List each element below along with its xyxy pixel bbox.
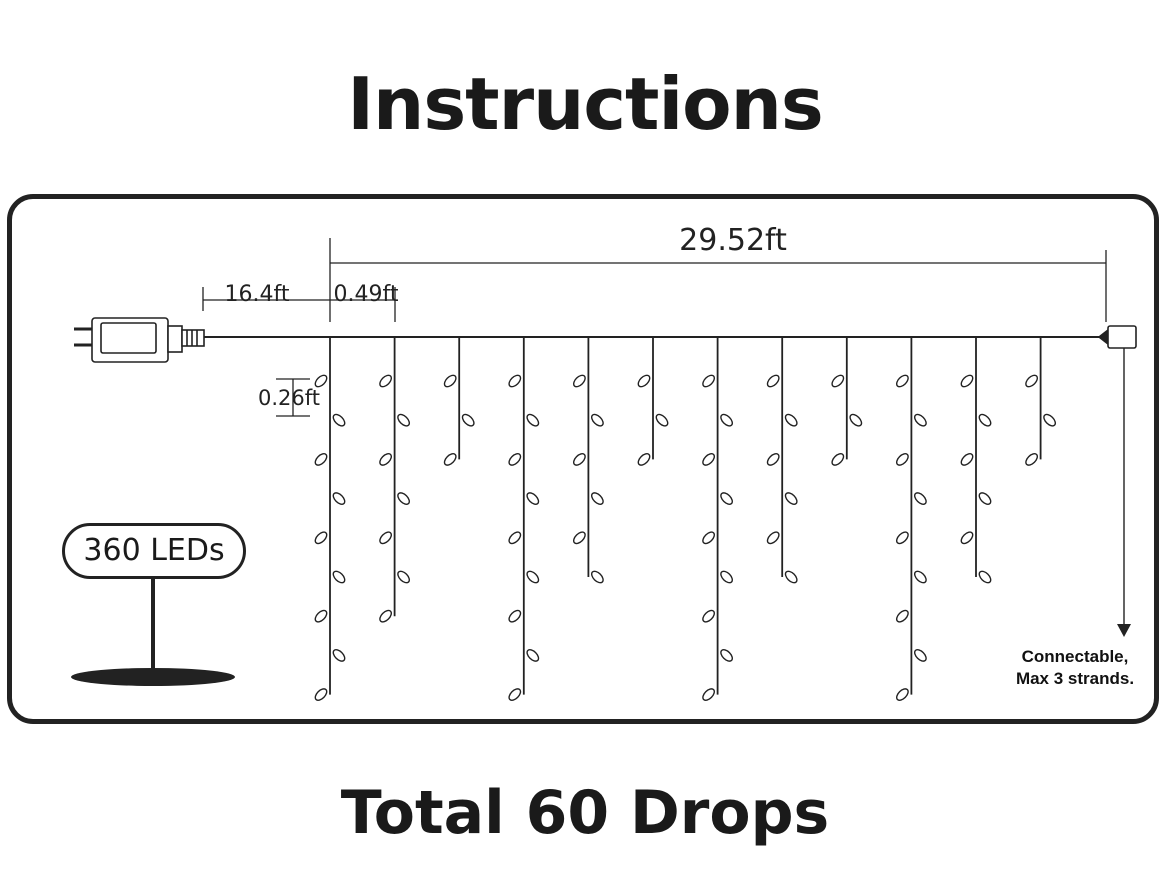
led-bulb xyxy=(831,374,845,388)
led-bulb xyxy=(590,413,604,427)
led-bulb xyxy=(1043,413,1057,427)
led-bulb xyxy=(526,570,540,584)
led-spacing-label: 0.26ft xyxy=(258,386,320,410)
led-bulb xyxy=(461,413,475,427)
led-bulb xyxy=(572,374,586,388)
led-bulb xyxy=(913,570,927,584)
led-spacing-dimension xyxy=(276,378,310,417)
led-bulb xyxy=(590,570,604,584)
led-bulb xyxy=(508,609,522,623)
led-bulb xyxy=(443,452,457,466)
badge-stand xyxy=(71,579,235,686)
led-bulb xyxy=(397,413,411,427)
drop-spacing-label: 0.49ft xyxy=(334,282,399,307)
led-bulb xyxy=(978,413,992,427)
led-bulb xyxy=(526,492,540,506)
total-length-dimension xyxy=(329,238,1107,322)
led-bulb xyxy=(978,492,992,506)
led-bulb xyxy=(720,570,734,584)
led-bulb xyxy=(572,531,586,545)
connectable-note-line2: Max 3 strands. xyxy=(1015,669,1135,688)
led-bulb xyxy=(895,688,909,702)
led-bulb xyxy=(508,688,522,702)
led-bulb xyxy=(379,452,393,466)
total-length-label: 29.52ft xyxy=(679,223,787,258)
led-bulb xyxy=(443,374,457,388)
diagram-frame xyxy=(7,194,1159,724)
led-bulb xyxy=(960,374,974,388)
led-bulb xyxy=(895,452,909,466)
led-bulb xyxy=(784,492,798,506)
led-bulb xyxy=(849,413,863,427)
led-bulb xyxy=(913,413,927,427)
led-bulb xyxy=(332,413,346,427)
lead-length-dimension xyxy=(202,287,330,311)
led-bulb xyxy=(895,609,909,623)
lead-length-label: 16.4ft xyxy=(225,282,290,307)
drop-spacing-dimension xyxy=(330,287,396,322)
led-bulb xyxy=(655,413,669,427)
led-bulb xyxy=(572,452,586,466)
led-bulb xyxy=(702,688,716,702)
led-bulb xyxy=(590,492,604,506)
led-bulb xyxy=(766,374,780,388)
led-bulb xyxy=(332,492,346,506)
power-adapter-icon xyxy=(74,317,205,363)
led-bulb xyxy=(720,492,734,506)
led-bulb xyxy=(702,374,716,388)
led-bulb xyxy=(526,648,540,662)
led-bulb xyxy=(332,648,346,662)
led-bulb xyxy=(978,570,992,584)
led-bulb xyxy=(379,609,393,623)
led-bulb xyxy=(637,374,651,388)
led-bulb xyxy=(314,452,328,466)
led-bulb xyxy=(314,688,328,702)
led-bulb xyxy=(720,648,734,662)
led-bulb xyxy=(526,413,540,427)
led-bulb xyxy=(508,531,522,545)
led-bulb xyxy=(508,452,522,466)
led-bulb xyxy=(314,374,328,388)
led-bulb xyxy=(397,492,411,506)
page-title: Instructions xyxy=(347,62,823,146)
led-bulb xyxy=(895,531,909,545)
led-bulb xyxy=(379,374,393,388)
connectable-note: Connectable, Max 3 strands. xyxy=(990,646,1160,690)
led-bulb xyxy=(702,609,716,623)
led-bulb xyxy=(702,531,716,545)
led-bulb xyxy=(397,570,411,584)
end-connector-icon xyxy=(1097,325,1137,349)
led-bulb xyxy=(895,374,909,388)
led-bulb xyxy=(379,531,393,545)
light-drops xyxy=(314,337,1057,702)
led-bulb xyxy=(508,374,522,388)
led-bulb xyxy=(314,531,328,545)
led-bulb xyxy=(831,452,845,466)
led-bulb xyxy=(784,570,798,584)
led-bulb xyxy=(314,609,328,623)
led-bulb xyxy=(1025,452,1039,466)
total-drops-caption: Total 60 Drops xyxy=(340,778,830,848)
led-bulb xyxy=(784,413,798,427)
led-bulb xyxy=(913,648,927,662)
led-bulb xyxy=(960,531,974,545)
connectable-note-line1: Connectable, xyxy=(1021,647,1129,666)
led-bulb xyxy=(702,452,716,466)
led-bulb xyxy=(1025,374,1039,388)
led-bulb xyxy=(913,492,927,506)
led-count-badge: 360 LEDs xyxy=(62,523,246,579)
led-bulb xyxy=(720,413,734,427)
led-bulb xyxy=(637,452,651,466)
connect-arrow xyxy=(1117,348,1131,637)
led-bulb xyxy=(766,452,780,466)
led-bulb xyxy=(960,452,974,466)
led-bulb xyxy=(332,570,346,584)
led-bulb xyxy=(766,531,780,545)
